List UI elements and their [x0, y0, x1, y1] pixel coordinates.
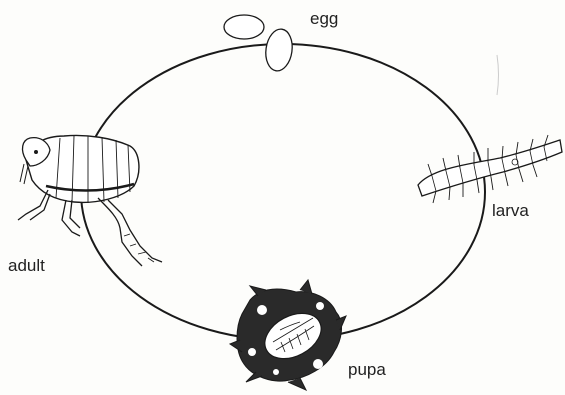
- egg-illustration: [224, 15, 295, 73]
- label-pupa: pupa: [348, 360, 386, 379]
- larva-illustration: [418, 135, 562, 203]
- scan-mark: [497, 55, 499, 95]
- label-egg: egg: [310, 9, 338, 28]
- label-adult: adult: [8, 256, 45, 275]
- adult-flea-illustration: [18, 135, 162, 266]
- label-larva: larva: [492, 201, 529, 220]
- pupa-illustration: [230, 280, 346, 390]
